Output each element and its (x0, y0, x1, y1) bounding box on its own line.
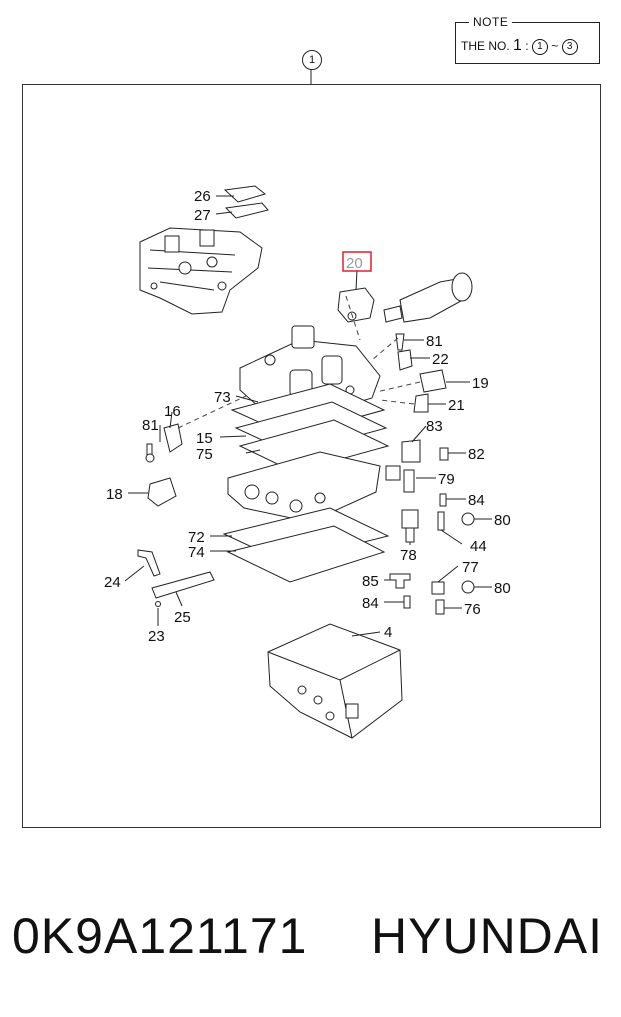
callout-26: 26 (194, 188, 211, 205)
callout-75: 75 (196, 446, 213, 463)
spring-84-bottom (403, 595, 411, 609)
note-to-ref: 3 (561, 38, 578, 55)
part-number: 0K9A121171 (12, 908, 308, 964)
callout-77: 77 (462, 559, 479, 576)
ball-80-bottom (461, 580, 475, 594)
ball-23 (155, 601, 161, 607)
callout-15: 15 (196, 430, 213, 447)
solenoid-valve-20 (337, 287, 375, 323)
bolt-85 (389, 573, 411, 589)
upper-valve-body (139, 227, 263, 315)
plug-78 (401, 509, 419, 529)
spring-78 (405, 527, 415, 543)
middle-valve-body (227, 451, 381, 523)
callout-84-bottom: 84 (362, 595, 379, 612)
brand-name: HYUNDAI (371, 908, 604, 964)
plug-77 (431, 581, 445, 595)
note-prefix: THE NO. (461, 39, 510, 53)
callout-20: 20 (346, 255, 363, 272)
spring-84-top (439, 493, 447, 507)
bolt-81-head (145, 453, 155, 463)
callout-81-left: 81 (142, 417, 159, 434)
cap-83b (385, 465, 401, 481)
note-from-ref: 1 (531, 38, 548, 55)
callout-73: 73 (214, 389, 231, 406)
callout-76: 76 (464, 601, 481, 618)
callout-74: 74 (188, 544, 205, 561)
callout-72: 72 (188, 529, 205, 546)
bracket-16 (163, 423, 183, 453)
callout-4: 4 (384, 624, 392, 641)
bracket-21 (413, 393, 429, 413)
callout-18: 18 (106, 486, 123, 503)
cover-plate-26 (223, 185, 267, 203)
lower-valve-body-4 (267, 623, 403, 739)
callout-79: 79 (438, 471, 455, 488)
callout-19: 19 (472, 375, 489, 392)
callout-81-right: 81 (426, 333, 443, 350)
callout-78: 78 (400, 547, 417, 564)
plug-82 (439, 447, 449, 461)
callout-16: 16 (164, 403, 181, 420)
gasket-75 (238, 419, 390, 473)
bracket-22 (397, 349, 413, 371)
callout-27: 27 (194, 207, 211, 224)
tube-25 (151, 571, 215, 599)
pin-44 (437, 511, 445, 531)
note-title: NOTE (469, 15, 513, 29)
top-reference-circle: 1 (302, 50, 322, 70)
note-colon: : (525, 39, 529, 53)
bolt-81-right (395, 333, 405, 351)
plate-74 (226, 525, 386, 583)
assembly-lines (177, 295, 421, 429)
spring-76 (435, 599, 445, 615)
callout-21: 21 (448, 397, 465, 414)
pin-24 (137, 549, 161, 577)
callout-85: 85 (362, 573, 379, 590)
ball-80-top (461, 512, 475, 526)
callout-84-top: 84 (468, 492, 485, 509)
note-box: NOTE THE NO. 1 : 1 ~ 3 (455, 15, 600, 64)
note-line: THE NO. 1 : 1 ~ 3 (461, 37, 578, 55)
solenoid-large (383, 272, 473, 323)
callout-22: 22 (432, 351, 449, 368)
solenoid-19 (419, 369, 447, 393)
callout-25: 25 (174, 609, 191, 626)
highlight-box (342, 251, 372, 272)
callout-labels: 26 27 20 81 22 73 19 81 16 21 15 75 83 8… (104, 188, 511, 645)
callout-82: 82 (468, 446, 485, 463)
gasket-27 (224, 202, 269, 219)
callout-83: 83 (426, 418, 443, 435)
callout-44: 44 (470, 538, 487, 555)
spring-79 (403, 469, 415, 493)
leader-lines (124, 195, 492, 637)
diagram-frame (22, 84, 601, 828)
solenoid-18 (147, 477, 177, 507)
plug-83 (401, 439, 421, 463)
callout-80-bottom: 80 (494, 580, 511, 597)
note-number: 1 (513, 37, 522, 54)
callout-80-top: 80 (494, 512, 511, 529)
note-tilde: ~ (551, 39, 559, 53)
callout-23: 23 (148, 628, 165, 645)
callout-24: 24 (104, 574, 121, 591)
